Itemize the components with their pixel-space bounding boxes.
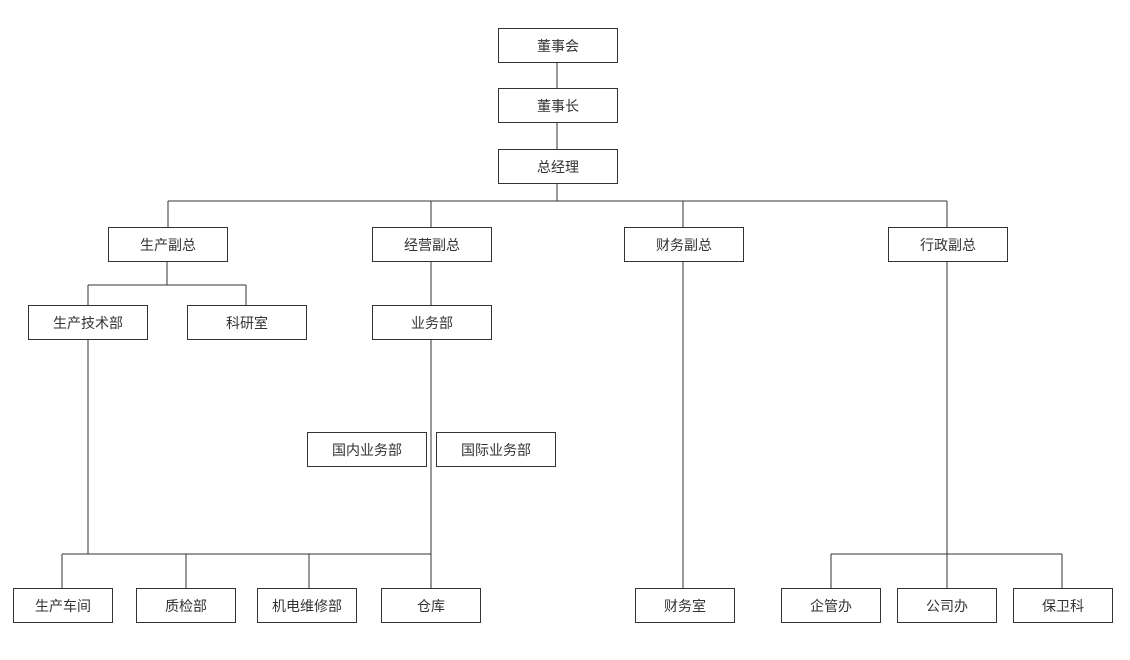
research-office-node: 科研室 xyxy=(187,305,307,340)
vp-operations-node: 经营副总 xyxy=(372,227,492,262)
vp-production-node: 生产副总 xyxy=(108,227,228,262)
general-manager-node: 总经理 xyxy=(498,149,618,184)
chairman-node: 董事长 xyxy=(498,88,618,123)
company-office-node: 公司办 xyxy=(897,588,997,623)
business-dept-node: 业务部 xyxy=(372,305,492,340)
workshop-node: 生产车间 xyxy=(13,588,113,623)
international-business-node: 国际业务部 xyxy=(436,432,556,467)
production-tech-dept-node: 生产技术部 xyxy=(28,305,148,340)
domestic-business-node: 国内业务部 xyxy=(307,432,427,467)
vp-finance-node: 财务副总 xyxy=(624,227,744,262)
security-dept-node: 保卫科 xyxy=(1013,588,1113,623)
warehouse-node: 仓库 xyxy=(381,588,481,623)
board-node: 董事会 xyxy=(498,28,618,63)
maintenance-dept-node: 机电维修部 xyxy=(257,588,357,623)
finance-office-node: 财务室 xyxy=(635,588,735,623)
quality-dept-node: 质检部 xyxy=(136,588,236,623)
vp-admin-node: 行政副总 xyxy=(888,227,1008,262)
enterprise-mgmt-office-node: 企管办 xyxy=(781,588,881,623)
